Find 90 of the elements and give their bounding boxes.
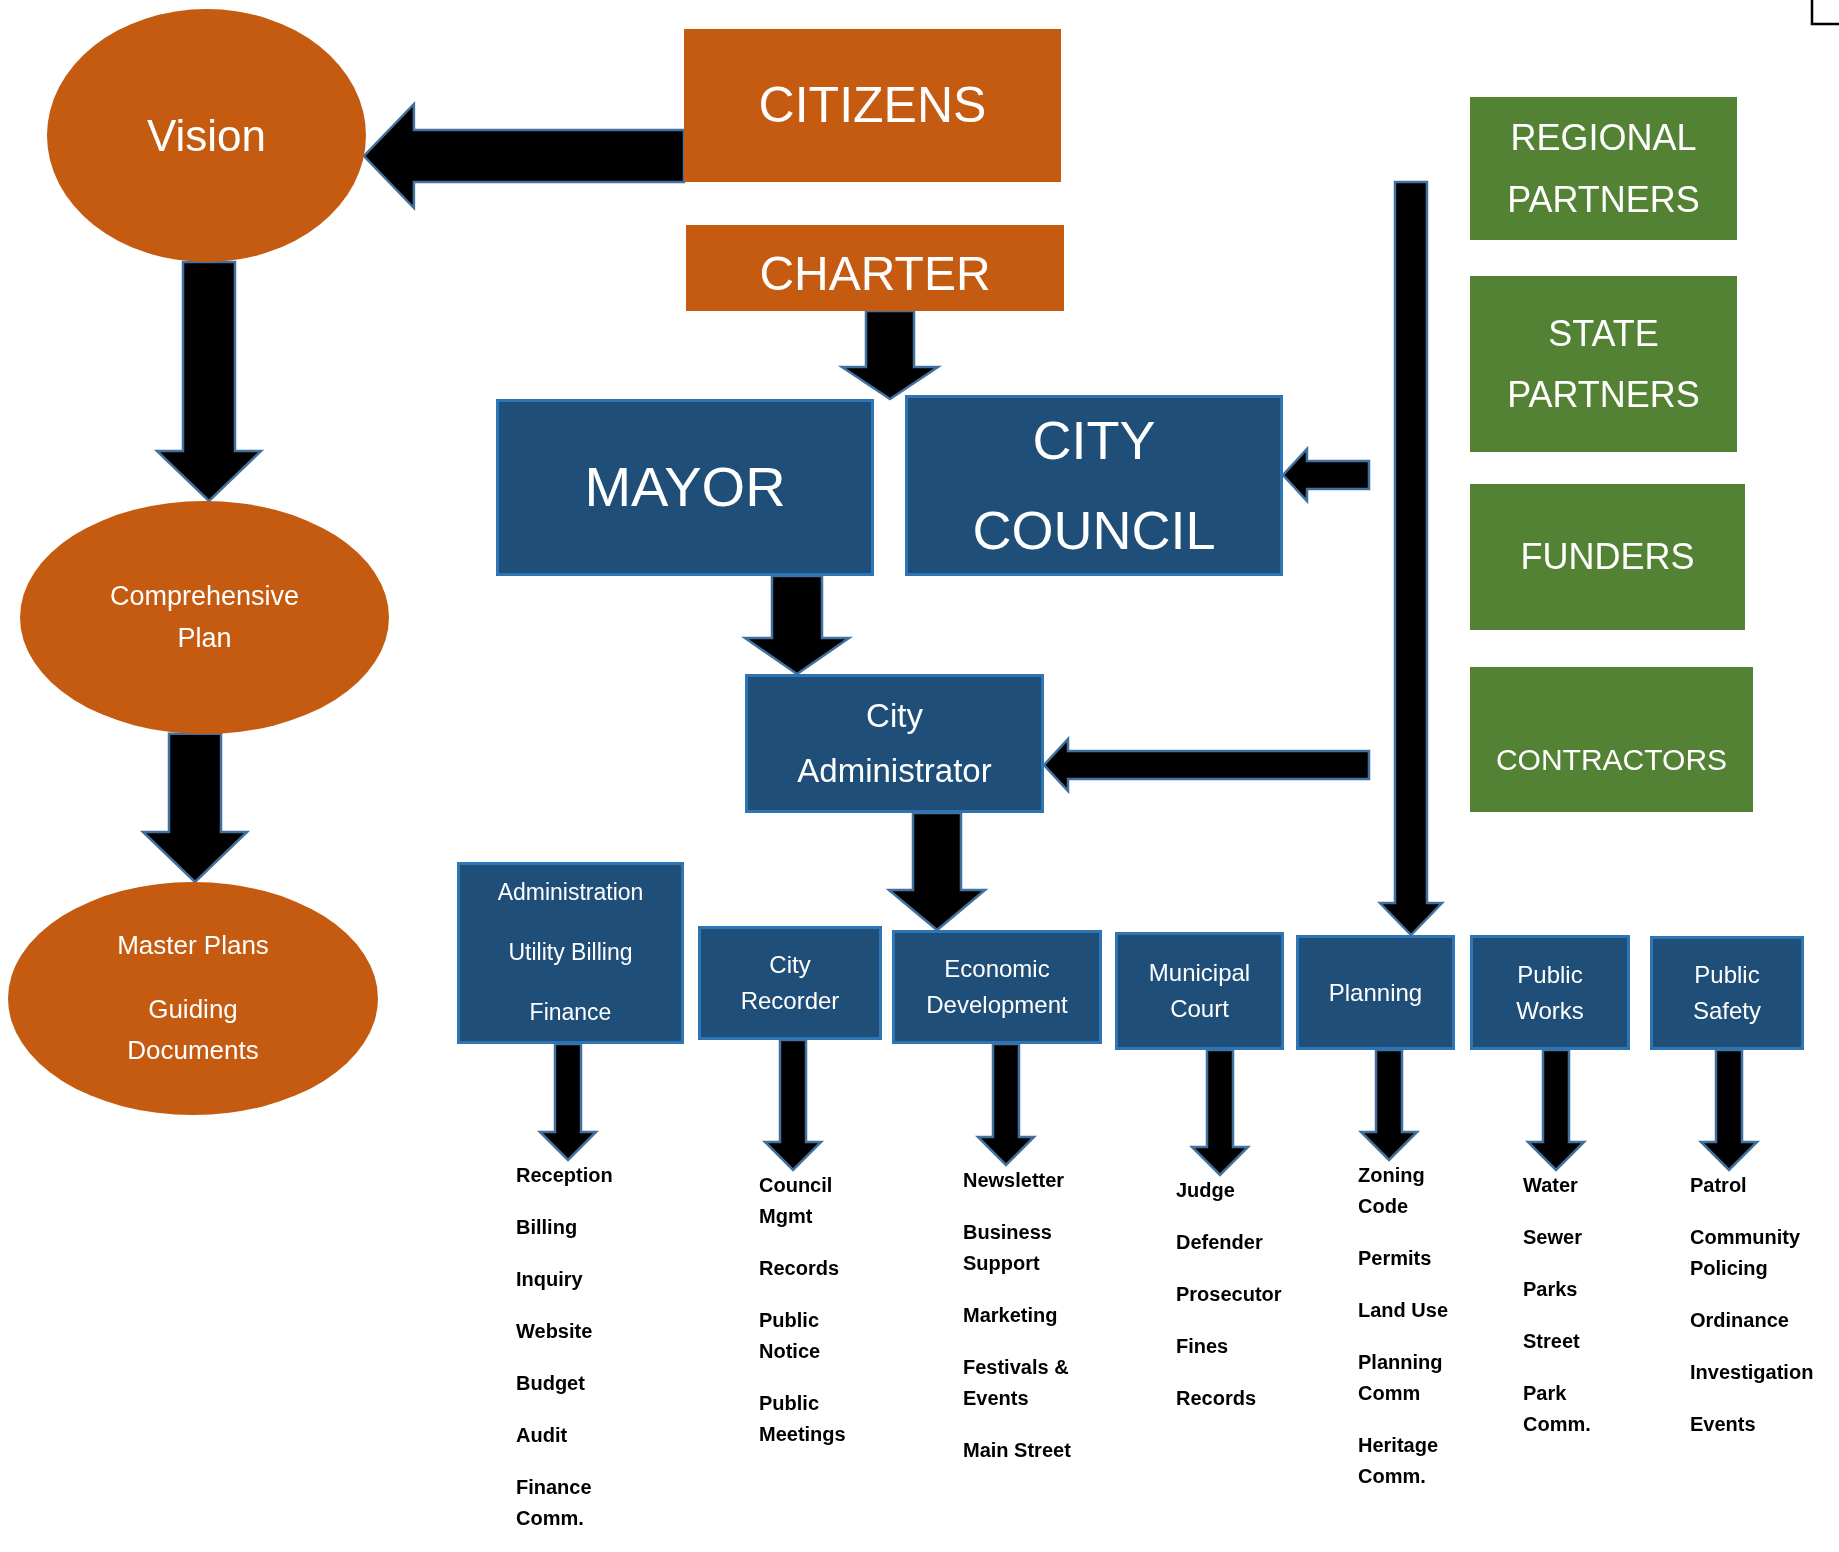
task-item: Community Policing: [1690, 1225, 1801, 1281]
box-label: Vision: [145, 109, 267, 162]
box-label: Master Plans: [116, 929, 270, 963]
box-label: Planning: [1327, 977, 1424, 1008]
task-item: Records: [759, 1256, 841, 1281]
block-arrow: [1358, 1048, 1420, 1162]
task-item: Zoning Code: [1358, 1163, 1426, 1219]
task-item: Finance Comm.: [516, 1475, 593, 1531]
task-item: Water: [1523, 1173, 1579, 1198]
box-label: Public Works: [1515, 959, 1585, 1026]
org-box: [496, 399, 874, 576]
box-label: STATE PARTNERS: [1506, 311, 1701, 417]
box-label: City Recorder: [739, 950, 841, 1016]
org-box: [1296, 935, 1455, 1050]
task-item: Billing: [516, 1215, 579, 1240]
task-item: Main Street: [963, 1438, 1072, 1463]
block-arrow: [1189, 1048, 1251, 1177]
block-arrow: [362, 100, 686, 212]
task-item: Budget: [516, 1371, 586, 1396]
task-item: Patrol: [1690, 1173, 1748, 1198]
task-item: Newsletter: [963, 1168, 1066, 1193]
task-item: Planning Comm: [1358, 1350, 1444, 1406]
task-item: Defender: [1176, 1230, 1264, 1255]
task-item: Ordinance: [1690, 1308, 1790, 1333]
org-box: [1470, 667, 1753, 812]
task-item: Investigation: [1690, 1360, 1815, 1385]
block-arrow: [762, 1038, 824, 1172]
box-label: CONTRACTORS: [1494, 742, 1729, 778]
block-arrow: [1525, 1048, 1587, 1172]
block-arrow: [1377, 180, 1445, 937]
box-label: Municipal Court: [1147, 958, 1252, 1024]
org-box: [905, 395, 1283, 576]
org-box: [1470, 484, 1745, 630]
org-box: [684, 29, 1061, 182]
task-item: Festivals & Events: [963, 1355, 1070, 1411]
box-label: Economic Development: [925, 954, 1069, 1020]
task-item: Judge: [1176, 1178, 1236, 1203]
block-arrow: [139, 732, 251, 884]
task-item: Reception: [516, 1163, 614, 1188]
box-label: Administration: [496, 878, 645, 908]
task-item: Website: [516, 1319, 594, 1344]
block-arrow: [1042, 735, 1371, 795]
task-item: Audit: [516, 1423, 569, 1448]
task-item: Fines: [1176, 1334, 1230, 1359]
block-arrow: [537, 1042, 599, 1162]
org-box: [457, 862, 684, 1044]
org-box: [892, 930, 1102, 1044]
box-label: REGIONAL PARTNERS: [1506, 116, 1701, 222]
box-label: FUNDERS: [1519, 534, 1696, 579]
block-arrow: [975, 1042, 1037, 1167]
task-item: Council Mgmt: [759, 1173, 834, 1229]
block-arrow: [1698, 1048, 1760, 1172]
box-label: MAYOR: [583, 454, 787, 521]
org-box: [745, 674, 1044, 813]
task-item: Public Meetings: [759, 1391, 847, 1447]
box-label: CITY COUNCIL: [971, 409, 1217, 562]
org-box: [686, 225, 1064, 311]
task-item: Public Notice: [759, 1308, 822, 1364]
task-item: Parks: [1523, 1277, 1579, 1302]
task-item: Marketing: [963, 1303, 1059, 1328]
box-label: CITIZENS: [757, 76, 988, 135]
task-item: Land Use: [1358, 1298, 1450, 1323]
org-box: [1650, 936, 1804, 1050]
block-arrow: [885, 811, 989, 932]
task-item: Park Comm.: [1523, 1381, 1592, 1437]
box-label: City Administrator: [796, 696, 993, 791]
org-box: [1115, 932, 1284, 1050]
box-label: Finance: [528, 997, 613, 1027]
org-box: [1470, 97, 1737, 240]
block-arrow: [1281, 445, 1371, 505]
task-item: Inquiry: [516, 1267, 584, 1292]
task-item: Events: [1690, 1412, 1757, 1437]
org-box: [1470, 935, 1630, 1050]
box-label: CHARTER: [758, 247, 992, 301]
task-item: Prosecutor: [1176, 1282, 1283, 1307]
task-item: Records: [1176, 1386, 1258, 1411]
box-label: Comprehensive Plan: [108, 579, 301, 655]
task-item: Permits: [1358, 1246, 1433, 1271]
org-box: [1470, 276, 1737, 452]
box-label: Public Safety: [1691, 960, 1762, 1026]
box-label: Utility Billing: [507, 938, 634, 968]
block-arrow: [153, 260, 265, 503]
task-item: Street: [1523, 1329, 1581, 1354]
org-box: [698, 926, 882, 1040]
task-item: Heritage Comm.: [1358, 1433, 1440, 1489]
block-arrow: [741, 574, 853, 676]
task-item: Sewer: [1523, 1225, 1583, 1250]
task-item: Business Support: [963, 1220, 1053, 1276]
box-label: Guiding Documents: [126, 992, 260, 1068]
block-arrow: [837, 309, 943, 401]
